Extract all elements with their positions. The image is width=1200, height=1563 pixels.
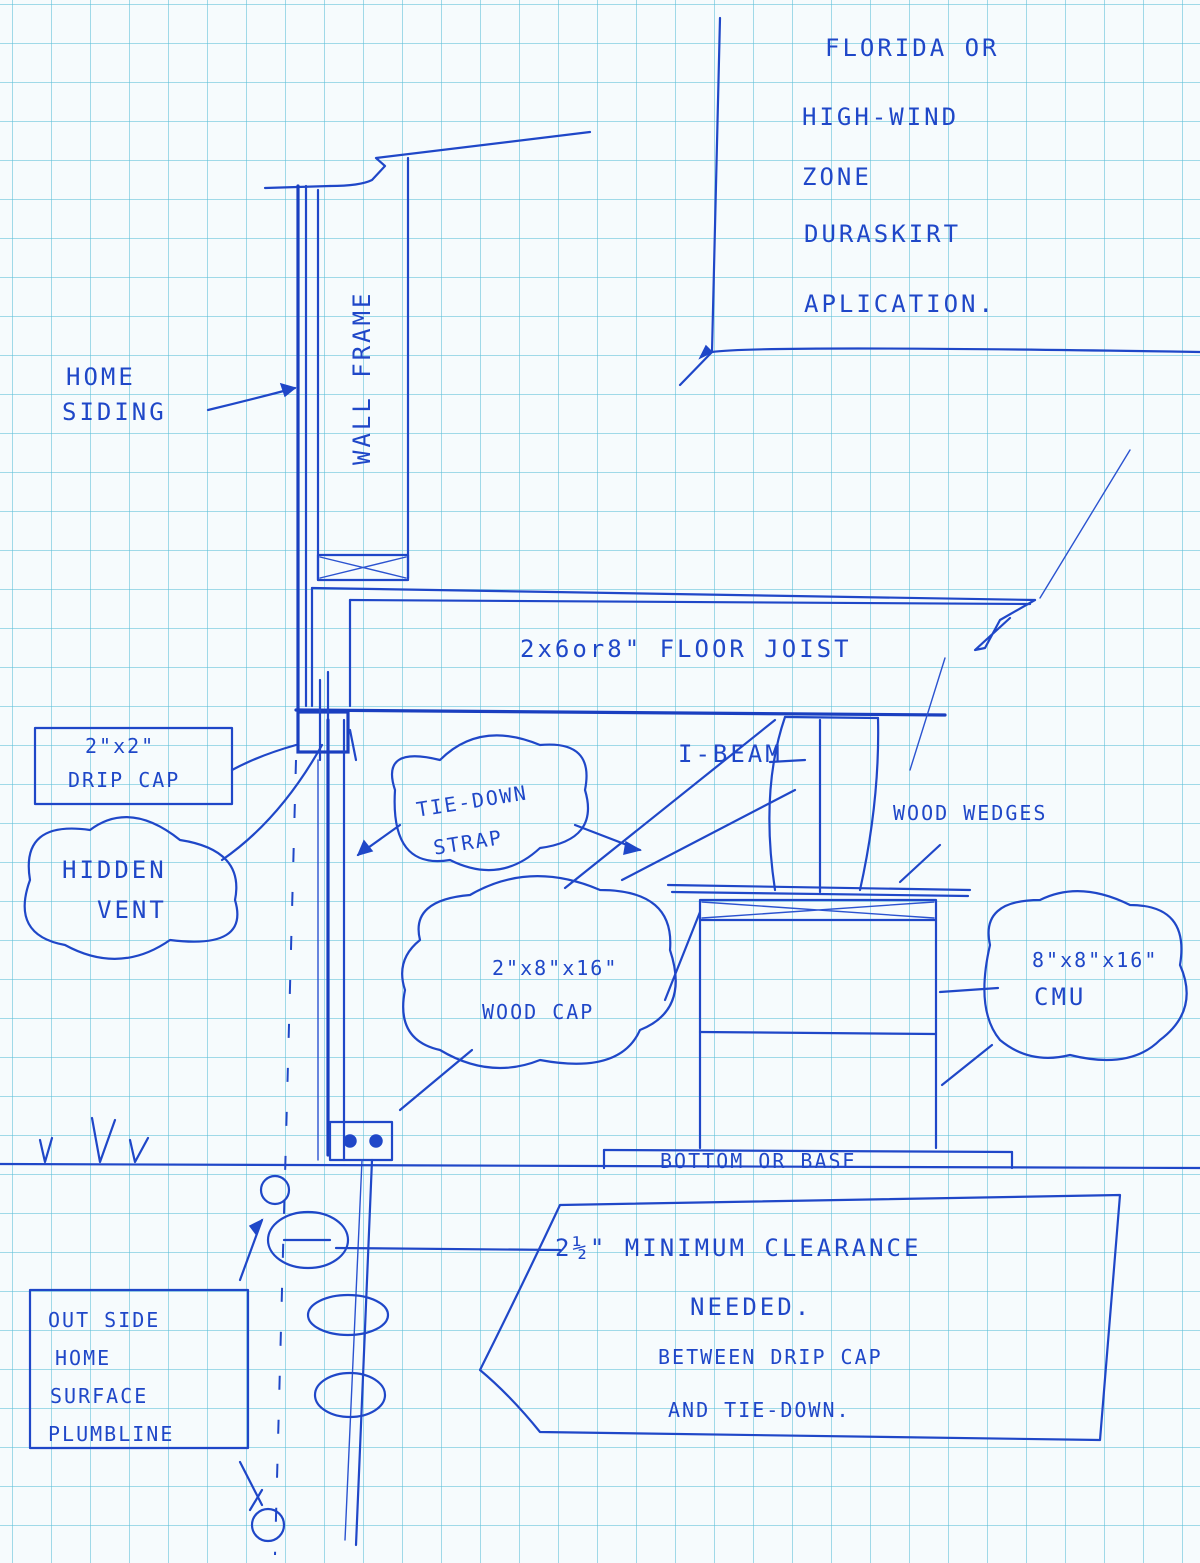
drip-cap-label-1: 2"x2" <box>85 734 156 758</box>
wall-frame-section <box>263 130 592 712</box>
floor-joist <box>294 449 1131 771</box>
title-corner-lines <box>678 16 1200 387</box>
floor-joist-label: 2x6or8" FLOOR JOIST <box>520 635 852 663</box>
title-line-2: HIGH-WIND <box>802 103 960 131</box>
pier-assembly <box>602 715 1014 1170</box>
wall-frame-label: WALL FRAME <box>348 290 376 466</box>
title-line-1: FLORIDA OR <box>825 34 1000 62</box>
hidden-vent-label-1: HIDDEN <box>62 856 167 884</box>
home-siding-label-2: SIDING <box>62 398 167 426</box>
base-label: BOTTOM OR BASE <box>660 1149 857 1173</box>
clearance-line-3: BETWEEN DRIP CAP <box>658 1345 883 1369</box>
ground-line <box>0 1116 1200 1170</box>
cmu-label-1: 8"x8"x16" <box>1032 948 1159 972</box>
wood-cap-label-1: 2"x8"x16" <box>492 956 619 980</box>
drip-cap-label-2: DRIP CAP <box>68 768 181 792</box>
hidden-vent-label-2: VENT <box>97 896 167 924</box>
plumbline-label-1: OUT SIDE <box>48 1308 161 1332</box>
drip-cap-detail <box>296 670 394 1547</box>
plumbline-label-2: HOME <box>55 1346 112 1370</box>
home-siding-label-1: HOME <box>66 363 136 391</box>
annotation-shapes <box>23 726 1188 1450</box>
plumbline <box>248 759 390 1556</box>
clearance-line-1: 2½" MINIMUM CLEARANCE <box>555 1234 922 1262</box>
leader-arrows <box>206 382 1000 1507</box>
cmu-label-2: CMU <box>1034 983 1087 1011</box>
title-line-5: APLICATION. <box>804 290 996 318</box>
clearance-line-4: AND TIE-DOWN. <box>668 1398 851 1422</box>
wood-wedges-label: WOOD WEDGES <box>893 801 1048 825</box>
title-line-4: DURASKIRT <box>804 220 962 248</box>
clearance-line-2: NEEDED. <box>690 1293 813 1321</box>
title-line-3: ZONE <box>802 163 872 191</box>
plumbline-label-3: SURFACE <box>50 1384 149 1408</box>
i-beam-label: I-BEAM <box>678 740 783 768</box>
plumbline-label-4: PLUMBLINE <box>48 1422 175 1446</box>
wood-cap-label-2: WOOD CAP <box>482 1000 595 1024</box>
